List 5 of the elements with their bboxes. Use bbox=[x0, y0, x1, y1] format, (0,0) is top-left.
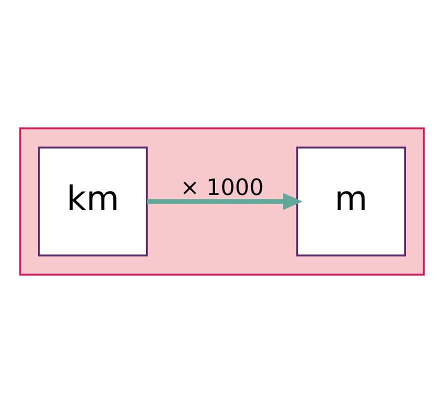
cluster bbox=[19, 127, 425, 276]
edge-label: × 1000 bbox=[180, 175, 264, 202]
node-box: m bbox=[296, 146, 406, 256]
arrow bbox=[146, 192, 303, 210]
node-box: km bbox=[38, 146, 148, 256]
